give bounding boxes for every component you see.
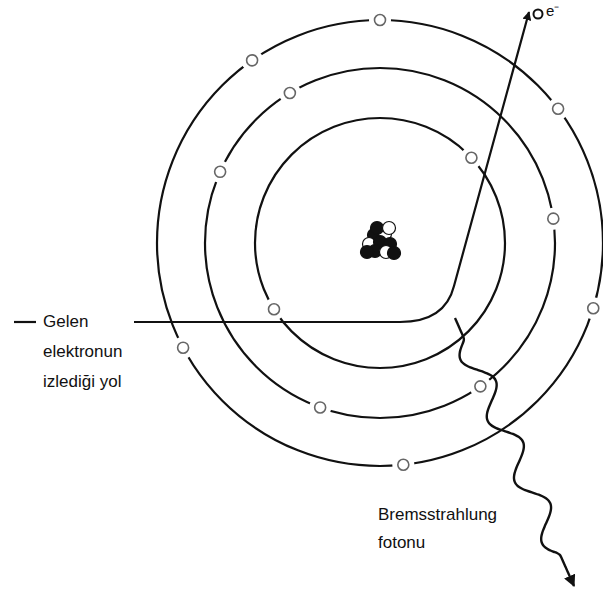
electron-dot: [466, 152, 477, 163]
electron-dot: [475, 381, 486, 392]
electron-dot: [375, 15, 386, 26]
electron-dot: [247, 55, 258, 66]
electron-dot: [588, 303, 599, 314]
orbital-electron: [547, 98, 569, 120]
shell-gap: [547, 98, 569, 120]
shell-gap: [241, 49, 263, 71]
orbital-electron: [309, 396, 331, 418]
orbital-electron: [263, 298, 285, 320]
orbital-electron: [542, 208, 564, 230]
electron-shell: [157, 20, 603, 466]
shell-gap: [392, 454, 414, 476]
electron-dot: [268, 304, 279, 315]
nucleon: [383, 222, 396, 235]
shell-gap: [469, 375, 491, 397]
electron-trajectory: [134, 12, 529, 322]
shell-gap: [172, 337, 194, 359]
photon-wave: [455, 318, 574, 586]
orbital-electron: [469, 375, 491, 397]
shell-gap: [369, 9, 391, 31]
electron-dot: [315, 402, 326, 413]
electron-dot: [553, 103, 564, 114]
shell-gap: [309, 396, 331, 418]
orbital-electron: [209, 161, 231, 183]
shell-gap: [460, 147, 482, 169]
electron-dot: [398, 459, 409, 470]
scattered-electron: [534, 10, 543, 19]
nucleon: [371, 222, 384, 235]
nucleon: [388, 247, 401, 260]
orbital-electron: [279, 82, 301, 104]
orbital-electron: [460, 147, 482, 169]
shell-gap: [582, 297, 603, 319]
electron-shell: [255, 118, 505, 368]
orbital-electron: [172, 337, 194, 359]
shell-gap: [263, 298, 285, 320]
electron-symbol: e⁻: [546, 2, 586, 20]
electron-dot: [548, 213, 559, 224]
electron-dot: [284, 87, 295, 98]
shell-gap: [209, 161, 231, 183]
orbital-electron: [582, 297, 603, 319]
label-dash: [14, 321, 36, 323]
electron-dot: [178, 342, 189, 353]
orbital-electron: [392, 454, 414, 476]
shell-gap: [279, 82, 301, 104]
orbital-electron: [369, 9, 391, 31]
shell-gap: [542, 208, 564, 230]
incoming-electron-label: Gelen elektronun izlediği yol: [43, 307, 143, 397]
orbital-electron: [241, 49, 263, 71]
electron-dot: [215, 166, 226, 177]
nucleon: [361, 246, 374, 259]
electron-shell: [205, 68, 555, 418]
photon-label: Bremsstrahlung fotonu: [378, 501, 518, 557]
